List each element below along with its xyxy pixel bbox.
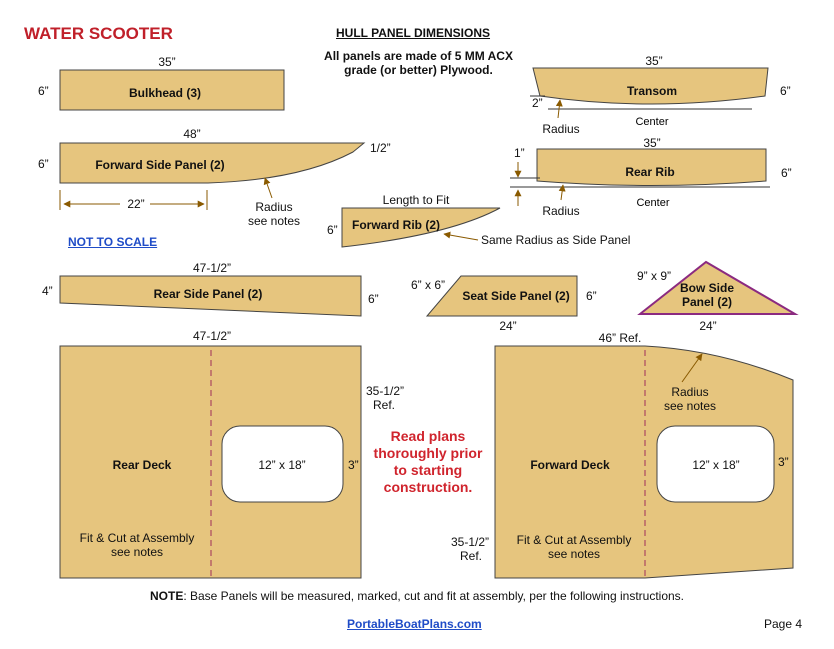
rear-deck-corner: 3” (348, 458, 359, 472)
read-plans-warning: Read plans thoroughly prior to starting … (373, 428, 483, 495)
forward-side-label: Forward Side Panel (2) (95, 158, 224, 172)
forward-rib-label: Forward Rib (2) (352, 218, 440, 232)
forward-side-height: 6” (38, 157, 49, 171)
transom-height: 6” (780, 84, 791, 98)
rear-rib-offset: 1” (514, 146, 525, 160)
rear-deck-label: Rear Deck (113, 458, 172, 472)
forward-rib-panel: Forward Rib (2) Length to Fit 6” Same Ra… (327, 193, 630, 248)
forward-deck-width: 35-1/2” (451, 535, 489, 549)
forward-deck-label: Forward Deck (530, 458, 610, 472)
page-number: Page 4 (764, 617, 803, 631)
transom-center: Center (635, 116, 668, 128)
rear-rib-panel: Rear Rib 35” 6” 1” Radius Center (510, 136, 792, 218)
not-to-scale-link[interactable]: NOT TO SCALE (68, 235, 158, 249)
bow-side-panel: Bow Side Panel (2) 9” x 9” 24” (637, 260, 799, 333)
rear-side-left-height: 4” (42, 284, 53, 298)
rear-side-label: Rear Side Panel (2) (154, 287, 263, 301)
rear-deck-fit-notes: see notes (111, 545, 163, 559)
forward-deck-radius: Radius (671, 385, 708, 399)
forward-deck-cutout: 12” x 18” (692, 458, 739, 472)
rear-rib-label: Rear Rib (625, 165, 674, 179)
seat-side-height: 6” (586, 289, 597, 303)
rear-deck-fit: Fit & Cut at Assembly (80, 531, 195, 545)
forward-deck-radius-notes: see notes (664, 399, 716, 413)
forward-side-radius-notes: see notes (248, 214, 300, 228)
seat-side-corner: 6” x 6” (411, 278, 445, 292)
bulkhead-panel: Bulkhead (3) 35” 6” (38, 55, 285, 111)
rear-deck-panel: 12” x 18” Rear Deck 47-1/2” 35-1/2” Ref.… (59, 329, 404, 579)
bow-side-length: 24” (699, 319, 716, 333)
rear-rib-length: 35” (643, 136, 660, 150)
forward-deck-panel: 12” x 18” Forward Deck 46” Ref. 35-1/2” … (451, 331, 794, 579)
transom-radius: Radius (542, 122, 579, 136)
rear-side-panel: Rear Side Panel (2) 47-1/2” 4” 6” (42, 261, 379, 317)
bulkhead-length: 35” (158, 55, 175, 69)
seat-side-length: 24” (499, 319, 516, 333)
page-title: WATER SCOOTER (24, 24, 173, 43)
transom-label: Transom (627, 84, 677, 98)
bow-side-label-1: Bow Side (680, 281, 734, 295)
material-note: All panels are made of 5 MM ACX grade (o… (324, 49, 513, 77)
forward-rib-height: 6” (327, 223, 338, 237)
forward-side-radius: Radius (255, 200, 292, 214)
rear-deck-length: 47-1/2” (193, 329, 231, 343)
seat-side-panel: Seat Side Panel (2) 6” x 6” 6” 24” (411, 275, 597, 333)
forward-side-length: 48” (183, 127, 200, 141)
rear-deck-cutout: 12” x 18” (258, 458, 305, 472)
rear-deck-width-ref: Ref. (373, 398, 395, 412)
rear-rib-center: Center (636, 197, 669, 209)
forward-rib-radius-note: Same Radius as Side Panel (481, 233, 630, 247)
forward-deck-fit: Fit & Cut at Assembly (517, 533, 632, 547)
forward-side-panel: Forward Side Panel (2) 48” 6” 1/2” 22” R… (38, 127, 391, 228)
base-panels-note: NOTE: Base Panels will be measured, mark… (0, 589, 834, 603)
seat-side-label: Seat Side Panel (2) (462, 289, 569, 303)
forward-side-bottom-run: 22” (127, 197, 144, 211)
forward-deck-corner: 3” (778, 455, 789, 469)
note-label: NOTE (149, 589, 184, 603)
bulkhead-label: Bulkhead (3) (129, 86, 201, 100)
transom-panel: Transom 35” 6” 2” Radius Center (530, 54, 791, 136)
rear-deck-width: 35-1/2” (366, 384, 404, 398)
forward-deck-length: 46” Ref. (599, 331, 642, 345)
transom-offset: 2” (532, 96, 543, 110)
note-text: : Base Panels will be measured, marked, … (183, 589, 685, 603)
forward-side-tip: 1/2” (370, 141, 391, 155)
forward-rib-top-note: Length to Fit (383, 193, 450, 207)
transom-length: 35” (645, 54, 662, 68)
bow-side-label-2: Panel (2) (682, 295, 732, 309)
bulkhead-height: 6” (38, 84, 49, 98)
hull-heading: HULL PANEL DIMENSIONS (336, 26, 491, 40)
rear-side-right-height: 6” (368, 292, 379, 306)
rear-side-length: 47-1/2” (193, 261, 231, 275)
rear-rib-height: 6” (781, 166, 792, 180)
forward-deck-fit-notes: see notes (548, 547, 600, 561)
forward-deck-width-ref: Ref. (460, 549, 482, 563)
site-link[interactable]: PortableBoatPlans.com (347, 617, 482, 631)
bow-side-corner: 9” x 9” (637, 269, 671, 283)
rear-rib-radius: Radius (542, 204, 579, 218)
